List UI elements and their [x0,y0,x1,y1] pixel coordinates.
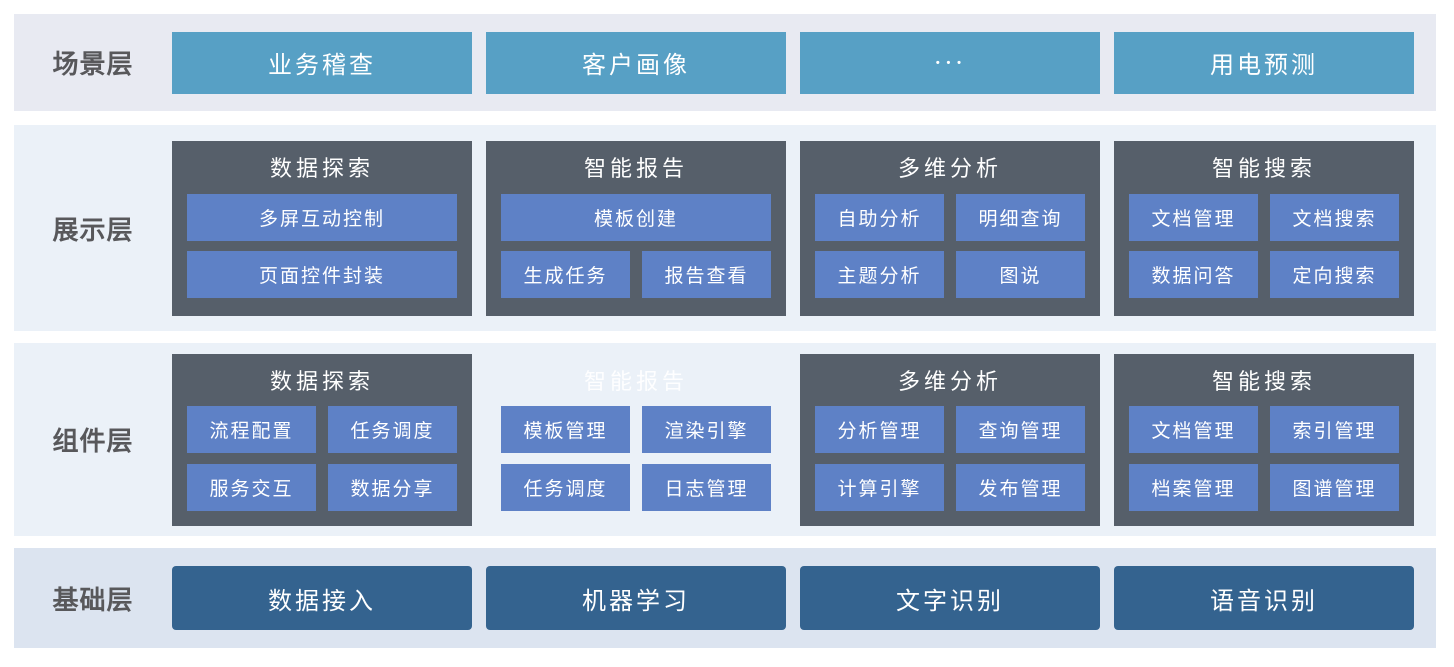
layer-band-foundation: 基础层 数据接入 机器学习 文字识别 语音识别 [14,548,1436,648]
module-box: 分析管理 [815,405,944,453]
module-box: 明细查询 [956,193,1085,241]
group-title: 智能搜索 [1211,157,1316,182]
layer-label-component: 组件层 [52,426,134,456]
group-title: 多维分析 [897,157,1002,182]
module-box: 主题分析 [815,250,944,298]
group-title: 智能报告 [583,369,688,395]
group-grid: 自助分析 明细查询 主题分析 图说 [815,193,1085,298]
module-box: 自助分析 [815,193,944,241]
foundation-box: 机器学习 [486,566,786,630]
group-grid: 多屏互动控制 页面控件封装 [187,193,457,298]
module-box: 计算引擎 [815,463,944,511]
group-title: 智能搜索 [1211,369,1316,395]
layer-band-display: 展示层 数据探索 多屏互动控制 页面控件封装 智能报告 模板创建 生成任务 报告… [14,125,1436,331]
module-box: 服务交互 [187,463,316,511]
group-box: 智能搜索 文档管理 文档搜索 数据问答 定向搜索 [1114,140,1414,316]
layer-label-display: 展示层 [52,214,134,245]
module-box: 查询管理 [956,405,1085,453]
scenario-columns: 业务稽查 客户画像 ··· 用电预测 [172,14,1414,111]
scenario-box: 业务稽查 [172,31,472,94]
display-columns: 数据探索 多屏互动控制 页面控件封装 智能报告 模板创建 生成任务 报告查看 多… [172,125,1414,331]
module-box: 档案管理 [1129,463,1258,511]
group-box: 数据探索 多屏互动控制 页面控件封装 [172,140,472,316]
scenario-box: 客户画像 [486,31,786,94]
module-box: 数据问答 [1129,250,1258,298]
module-box: 任务调度 [328,405,457,453]
layer-label-foundation: 基础层 [52,584,134,615]
module-box: 文档管理 [1129,193,1258,241]
group-grid: 流程配置 任务调度 服务交互 数据分享 [187,405,457,511]
group-grid: 文档管理 索引管理 档案管理 图谱管理 [1129,405,1399,511]
module-box: 多屏互动控制 [187,193,457,241]
module-box: 索引管理 [1270,405,1399,453]
component-columns: 数据探索 流程配置 任务调度 服务交互 数据分享 智能报告 模板管理 渲染引擎 … [172,343,1414,536]
layer-band-component: 组件层 数据探索 流程配置 任务调度 服务交互 数据分享 智能报告 模板管理 渲… [14,343,1436,536]
module-box: 日志管理 [642,463,771,511]
module-box: 渲染引擎 [642,405,771,453]
group-box-no-background: 智能报告 模板管理 渲染引擎 任务调度 日志管理 [486,354,786,526]
group-box: 数据探索 流程配置 任务调度 服务交互 数据分享 [172,353,472,526]
group-title: 多维分析 [897,369,1002,395]
module-box: 文档搜索 [1270,193,1399,241]
foundation-box: 文字识别 [800,566,1100,630]
group-grid: 模板管理 渲染引擎 任务调度 日志管理 [501,405,771,511]
module-box: 数据分享 [328,463,457,511]
group-grid: 模板创建 生成任务 报告查看 [501,193,771,298]
group-grid: 分析管理 查询管理 计算引擎 发布管理 [815,405,1085,511]
module-box: 图谱管理 [1270,463,1399,511]
module-box: 模板管理 [501,405,630,453]
group-box: 多维分析 分析管理 查询管理 计算引擎 发布管理 [800,353,1100,526]
group-grid: 文档管理 文档搜索 数据问答 定向搜索 [1129,193,1399,298]
module-box: 页面控件封装 [187,250,457,298]
layer-band-scenario: 场景层 业务稽查 客户画像 ··· 用电预测 [14,14,1436,111]
module-box: 模板创建 [501,193,771,241]
group-title: 数据探索 [269,369,374,395]
module-box: 定向搜索 [1270,250,1399,298]
module-box: 生成任务 [501,250,630,298]
module-box: 发布管理 [956,463,1085,511]
foundation-box: 语音识别 [1114,566,1414,630]
scenario-box-ellipsis: ··· [800,31,1100,94]
module-box: 报告查看 [642,250,771,298]
layer-label-scenario: 场景层 [52,49,134,79]
module-box: 流程配置 [187,405,316,453]
group-title: 智能报告 [583,157,688,182]
module-box: 图说 [956,250,1085,298]
group-box: 智能报告 模板创建 生成任务 报告查看 [486,140,786,316]
module-box: 任务调度 [501,463,630,511]
foundation-columns: 数据接入 机器学习 文字识别 语音识别 [172,548,1414,648]
scenario-box: 用电预测 [1114,31,1414,94]
group-box: 智能搜索 文档管理 索引管理 档案管理 图谱管理 [1114,353,1414,526]
module-box: 文档管理 [1129,405,1258,453]
group-title: 数据探索 [269,157,374,182]
group-box: 多维分析 自助分析 明细查询 主题分析 图说 [800,140,1100,316]
foundation-box: 数据接入 [172,566,472,630]
